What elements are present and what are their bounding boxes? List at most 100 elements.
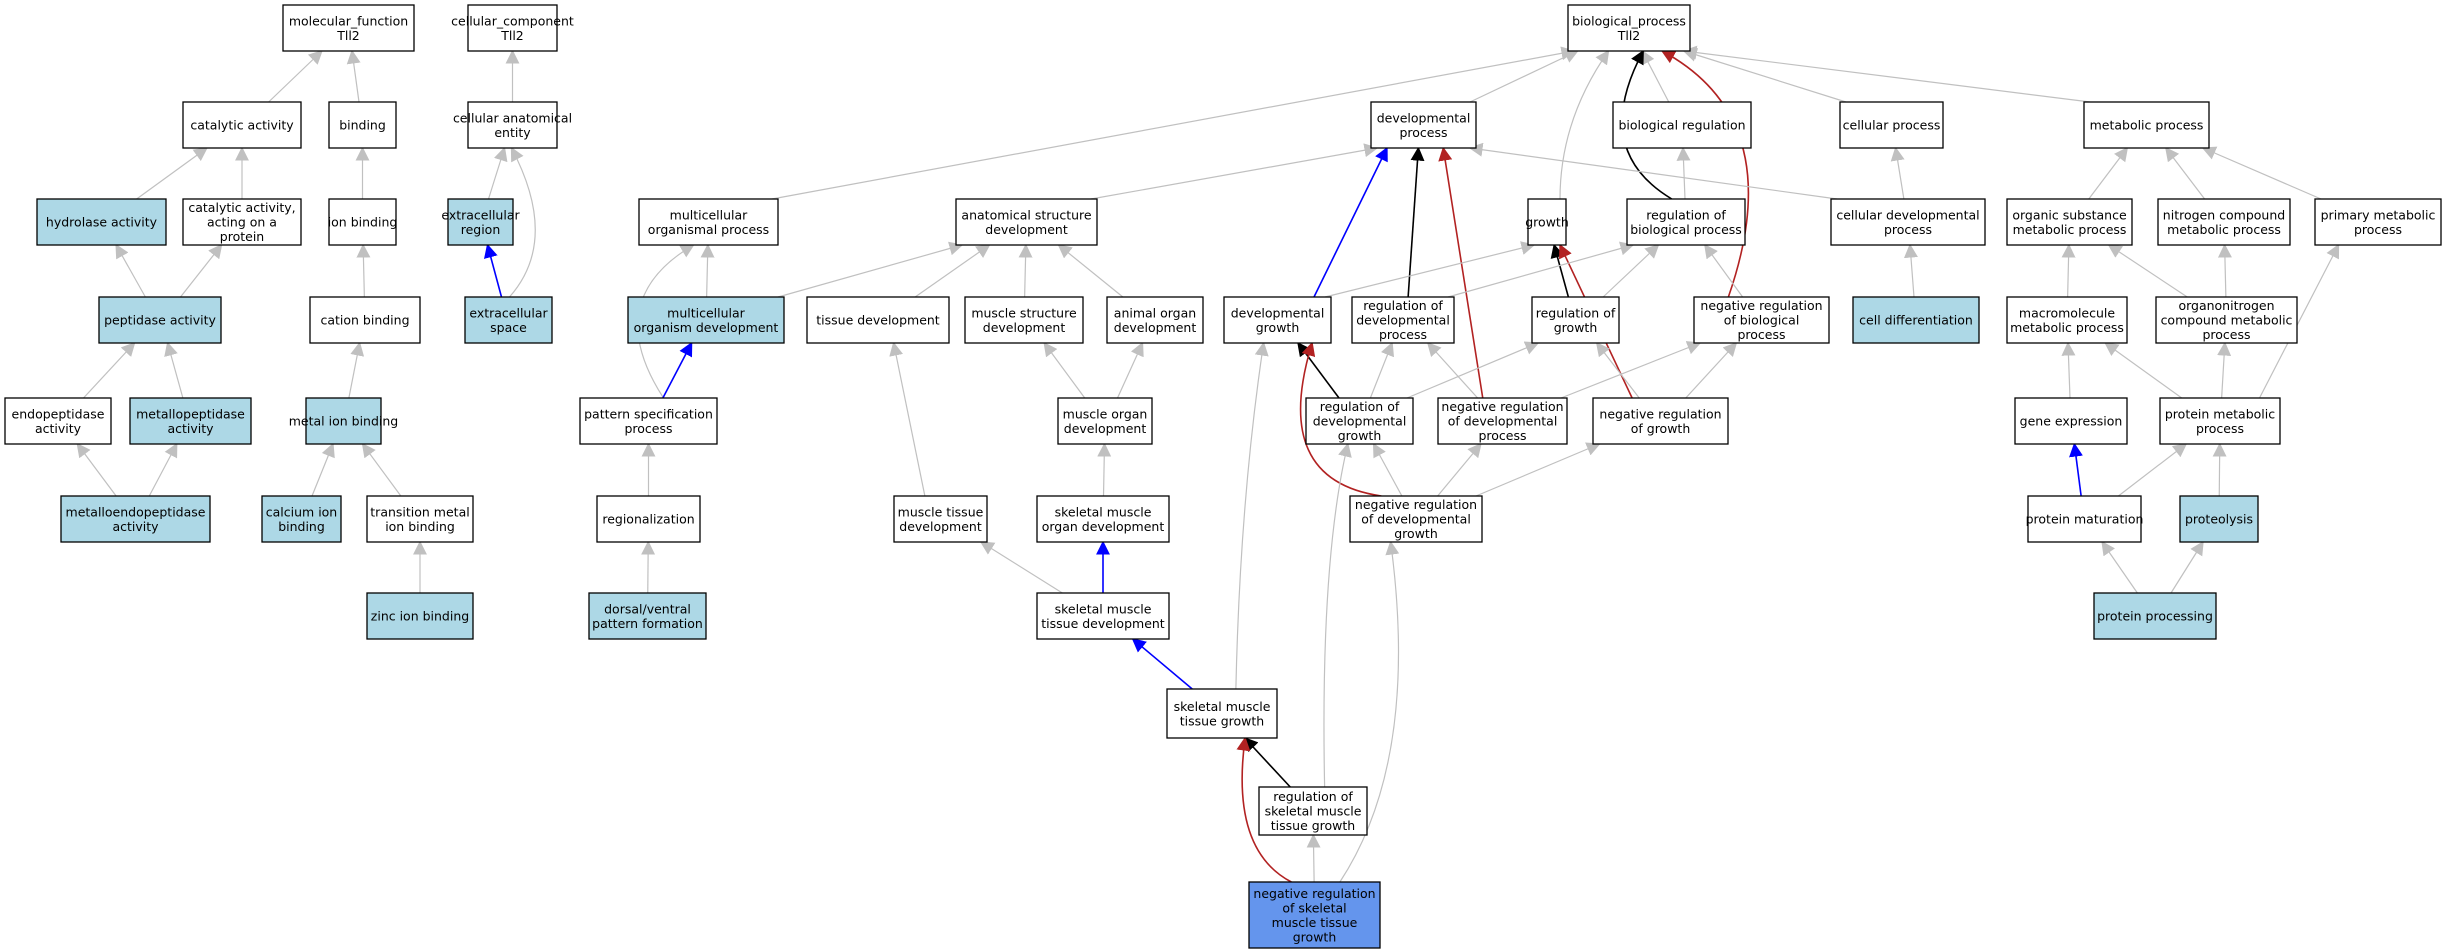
- term-node-gene-expression[interactable]: gene expression: [2014, 397, 2128, 445]
- term-box: [1612, 101, 1752, 149]
- term-label: development: [983, 320, 1066, 335]
- term-node-peptidase-activity[interactable]: peptidase activity: [98, 296, 222, 344]
- term-node-ion-binding[interactable]: ion binding: [328, 198, 398, 246]
- term-box: [1036, 495, 1170, 543]
- term-node-hydrolase-activity[interactable]: hydrolase activity: [36, 198, 167, 246]
- term-box: [467, 101, 558, 149]
- term-node-tissue-development[interactable]: tissue development: [806, 296, 950, 344]
- term-label: skeletal muscle: [1265, 804, 1362, 819]
- term-label: extracellular: [469, 305, 548, 320]
- term-node-protein-maturation[interactable]: protein maturation: [2026, 495, 2144, 543]
- term-node-cation-binding[interactable]: cation binding: [309, 296, 421, 344]
- edge-is-a: [487, 146, 508, 200]
- edge-layer: [76, 45, 2340, 883]
- term-label: cellular anatomical: [453, 110, 572, 125]
- edge-is-a: [1116, 341, 1144, 399]
- term-node-metal-ion-binding[interactable]: metal ion binding: [289, 397, 399, 445]
- term-label: ion binding: [385, 519, 455, 534]
- term-label: Tll2: [500, 28, 524, 43]
- term-node-cellular-process[interactable]: cellular process: [1839, 101, 1944, 149]
- edge-is-a: [1685, 341, 1738, 399]
- edge-is-a: [346, 49, 361, 103]
- term-label: biological process: [1630, 222, 1742, 237]
- term-box: [1527, 198, 1567, 246]
- term-node-cell-differentiation[interactable]: cell differentiation: [1852, 296, 1980, 344]
- term-label: development: [1064, 421, 1147, 436]
- edge-is-a: [1704, 243, 1744, 298]
- term-box: [955, 198, 1098, 246]
- term-box: [366, 592, 474, 640]
- term-node-metabolic-process[interactable]: metabolic process: [2083, 101, 2210, 149]
- term-node-biological-regulation[interactable]: biological regulation: [1612, 101, 1752, 149]
- term-box: [447, 198, 514, 246]
- term-box: [366, 495, 474, 543]
- term-label: molecular_function: [289, 13, 408, 28]
- term-label: growth: [1525, 215, 1569, 230]
- term-node-protein-processing[interactable]: protein processing: [2093, 592, 2217, 640]
- term-node-catalytic-activity[interactable]: catalytic activity: [182, 101, 302, 149]
- term-label: macromolecule: [2019, 305, 2115, 320]
- term-node-binding[interactable]: binding: [328, 101, 397, 149]
- edge-is-a: [1097, 442, 1112, 497]
- edge-is-a: [771, 46, 1576, 200]
- term-node-growth[interactable]: growth: [1525, 198, 1569, 246]
- term-label: skeletal muscle: [1055, 601, 1152, 616]
- term-label: dorsal/ventral: [604, 601, 691, 616]
- term-box: [1852, 296, 1980, 344]
- edge-is-a: [2101, 540, 2138, 594]
- term-label: tissue growth: [1271, 818, 1355, 833]
- term-node-zinc-ion-binding[interactable]: zinc ion binding: [366, 592, 474, 640]
- term-node-proteolysis[interactable]: proteolysis: [2179, 495, 2259, 543]
- edge-is-a: [1595, 341, 1640, 399]
- term-label: gene expression: [2020, 414, 2123, 429]
- term-node-regionalization[interactable]: regionalization: [596, 495, 701, 543]
- term-label: muscle organ: [1063, 406, 1148, 421]
- term-label: developmental: [1356, 313, 1450, 328]
- term-label: cellular process: [1843, 118, 1941, 133]
- term-label: metallopeptidase: [136, 406, 245, 421]
